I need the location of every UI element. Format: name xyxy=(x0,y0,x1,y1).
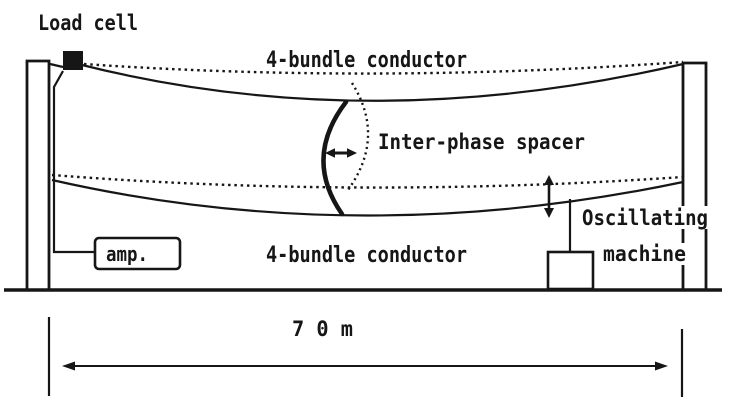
span-length-label: 7 0 m xyxy=(292,317,353,341)
left-tower xyxy=(25,59,51,290)
right-tower xyxy=(681,61,708,290)
oscillating-machine-box xyxy=(546,250,595,291)
load-cell-label: Load cell xyxy=(38,11,138,35)
bottom-conductor-solid xyxy=(51,178,684,217)
spacer-arc-solid xyxy=(321,99,349,217)
bottom-conductor-dotted xyxy=(51,173,684,189)
label-mask xyxy=(578,206,711,229)
oscillating-machine-label-line1: Oscillating xyxy=(582,206,708,230)
top-conductor-solid xyxy=(81,62,684,102)
amp-box xyxy=(93,236,182,271)
load-cell-marker xyxy=(63,51,83,70)
vertical-motion-arrow xyxy=(544,175,554,218)
bottom-conductor-label: 4-bundle conductor xyxy=(266,243,467,268)
amp-label: amp. xyxy=(106,242,148,266)
horizontal-motion-arrow xyxy=(325,148,357,158)
top-conductor-label: 4-bundle conductor xyxy=(266,48,467,73)
inter-phase-spacer-label: Inter-phase spacer xyxy=(378,130,585,154)
oscillating-machine-label-line2: machine xyxy=(603,242,686,266)
span-dimension-line xyxy=(62,361,668,371)
label-mask xyxy=(599,243,689,265)
spacer-arc-dotted xyxy=(347,82,370,191)
top-conductor-dotted xyxy=(83,60,684,75)
load-cell-wire xyxy=(52,70,95,254)
load-cell-link xyxy=(49,62,64,69)
